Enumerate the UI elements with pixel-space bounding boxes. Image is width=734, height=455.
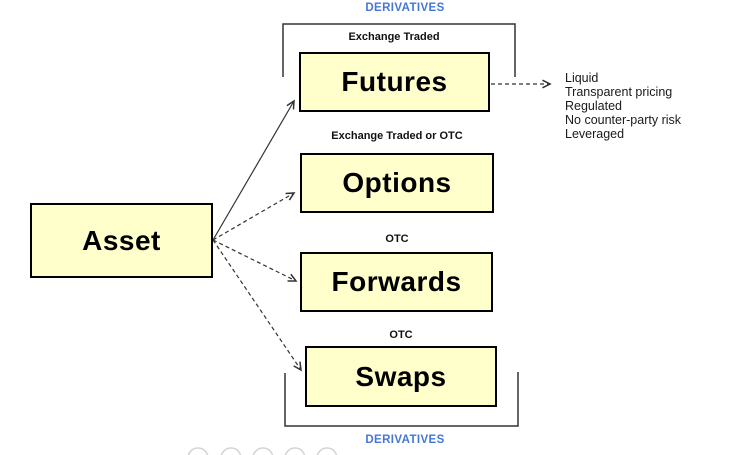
forwards-node: Forwards [300,252,493,312]
bottom-circle-button-2[interactable] [220,447,242,455]
asset-node-label: Asset [82,224,161,256]
swaps-venue-label: OTC [389,329,413,341]
asset-to-futures-arrow [212,101,294,241]
forwards-node-label: Forwards [331,266,462,297]
feature-item: Regulated [565,99,622,113]
asset-to-options-arrow [212,193,294,241]
bottom-circle-button-5[interactable] [316,447,338,455]
options-node-label: Options [342,167,452,198]
bottom-derivatives-bracket [284,372,519,427]
options-venue-label: Exchange Traded or OTC [331,130,463,142]
bottom-circle-buttons [187,447,338,455]
futures-features-list: Liquid Transparent pricing Regulated No … [565,71,681,141]
options-node: Options [300,153,494,213]
top-derivatives-bracket [282,23,516,77]
asset-to-swaps-arrow [212,239,301,370]
feature-item: Transparent pricing [565,85,673,99]
bottom-circle-button-4[interactable] [284,447,306,455]
feature-item: Liquid [565,71,599,85]
swaps-node: Swaps [305,346,497,407]
top-derivatives-label: DERIVATIVES [365,2,445,14]
asset-node: Asset [30,203,213,278]
forwards-venue-label: OTC [385,233,409,245]
futures-node: Futures [299,52,490,112]
bottom-circle-button-1[interactable] [187,447,209,455]
feature-item: No counter-party risk [565,113,682,127]
bottom-derivatives-label: DERIVATIVES [365,434,445,446]
bottom-circle-button-3[interactable] [252,447,274,455]
feature-item: Leveraged [565,127,625,141]
swaps-node-label: Swaps [355,360,447,392]
futures-node-label: Futures [341,66,448,97]
futures-venue-label: Exchange Traded [348,31,440,43]
asset-to-forwards-arrow [212,239,296,281]
